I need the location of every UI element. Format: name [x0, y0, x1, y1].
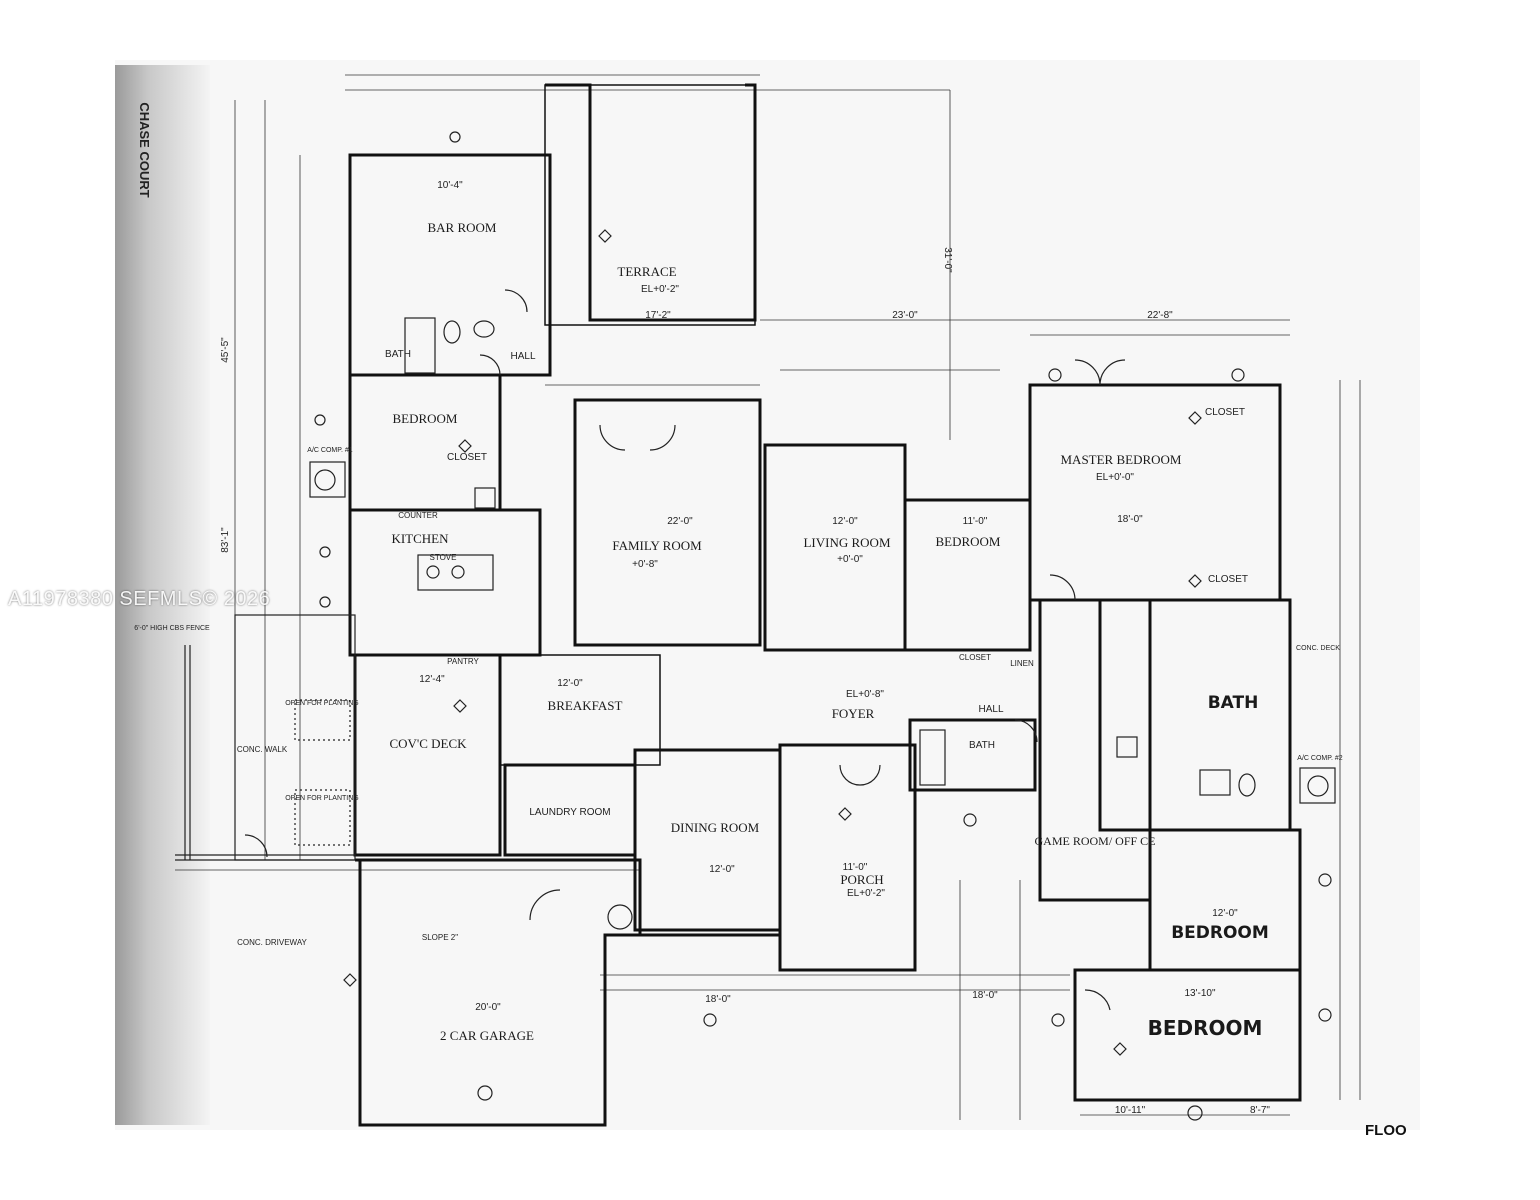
label-open-planting-1: OPEN FOR PLANTING: [285, 700, 359, 707]
label-bedroom-4: BEDROOM: [1148, 1016, 1263, 1040]
dim-left-overall: 83'-1": [220, 527, 231, 553]
label-terrace-el: EL+0'-2": [641, 284, 679, 295]
label-cov-deck: COV'C DECK: [389, 736, 467, 751]
label-bar-room: BAR ROOM: [428, 220, 497, 235]
label-dining-room: DINING ROOM: [671, 820, 760, 835]
dim-dining-width: 12'-0": [709, 864, 735, 875]
label-hall-1: HALL: [510, 351, 535, 362]
label-living-room: LIVING ROOM: [803, 535, 890, 550]
label-master-bath: BATH: [1208, 693, 1259, 713]
side-title: CHASE COURT: [137, 102, 152, 197]
label-porch-el: EL+0'-2": [847, 888, 885, 899]
scan-shadow: [115, 65, 210, 1125]
label-hall-2: HALL: [978, 704, 1003, 715]
label-foyer: FOYER: [832, 706, 875, 721]
label-bath-1: BATH: [385, 349, 411, 360]
label-fence: 6'-0" HIGH CBS FENCE: [134, 625, 210, 632]
label-bath-2: BATH: [969, 740, 995, 751]
label-master-bedroom: MASTER BEDROOM: [1061, 452, 1182, 467]
dim-family-width: 22'-0": [667, 516, 693, 527]
dim-garage-width: 20'-0": [475, 1002, 501, 1013]
label-laundry: LAUNDRY ROOM: [529, 807, 610, 818]
label-open-planting-2: OPEN FOR PLANTING: [285, 795, 359, 802]
label-family-el: +0'-8": [632, 559, 658, 570]
label-bedroom-3: BEDROOM: [1171, 923, 1269, 943]
dimension-lines: [175, 74, 1361, 1120]
label-porch: PORCH: [840, 872, 883, 887]
label-closet-m2: CLOSET: [1208, 574, 1248, 585]
dim-bedroom4-width: 13'-10": [1184, 988, 1215, 999]
label-conc-deck: CONC. DECK: [1296, 645, 1340, 652]
label-slope: SLOPE 2": [422, 933, 458, 942]
label-closet-m1: CLOSET: [1205, 407, 1245, 418]
label-breakfast: BREAKFAST: [548, 698, 623, 713]
label-garage: 2 CAR GARAGE: [440, 1028, 534, 1043]
sheet-title-fragment: FLOO: [1365, 1122, 1407, 1139]
dim-bottom-2: 18'-0": [972, 990, 998, 1001]
label-linen: LINEN: [1010, 659, 1034, 668]
dim-bottom-1: 18'-0": [705, 994, 731, 1005]
label-foyer-el: EL+0'-8": [846, 689, 884, 700]
dim-bar-width: 10'-4": [437, 180, 463, 191]
label-conc-walk: CONC. WALK: [237, 745, 288, 754]
room-labels: BAR ROOM TERRACE EL+0'-2" BATH HALL BEDR…: [134, 220, 1342, 1043]
label-bedroom-2: BEDROOM: [935, 534, 1000, 549]
label-family-room: FAMILY ROOM: [612, 538, 702, 553]
label-terrace: TERRACE: [617, 264, 676, 279]
dim-porch-width: 11'-0": [843, 862, 868, 873]
dim-vertical-main: 31'-0": [942, 247, 953, 273]
dim-bottom-3: 10'-11": [1115, 1105, 1146, 1116]
dim-overall-top: 23'-0": [892, 310, 918, 321]
mls-watermark: A11978380 SEFMLS© 2026: [8, 588, 271, 610]
dim-living-width: 12'-0": [832, 516, 858, 527]
fixtures: [244, 131, 1336, 1121]
dim-master-width: 18'-0": [1117, 514, 1143, 525]
label-closet-1: CLOSET: [447, 452, 487, 463]
dim-bedroom3-width: 12'-0": [1212, 908, 1238, 919]
dim-terrace-width: 17'-2": [645, 310, 671, 321]
label-game-room: GAME ROOM/ OFF CE: [1034, 834, 1155, 848]
walls: [175, 83, 1302, 1127]
dim-master-top: 22'-8": [1147, 310, 1173, 321]
dimension-labels: 10'-4" 17'-2" 22'-0" 12'-0" 11'-0" 18'-0…: [220, 180, 1270, 1116]
dim-breakfast-width: 12'-0": [557, 678, 583, 689]
label-bedroom-1: BEDROOM: [392, 411, 457, 426]
label-conc-driveway: CONC. DRIVEWAY: [237, 938, 307, 947]
dim-deck-width: 12'-4": [419, 674, 445, 685]
dim-bottom-4: 8'-7": [1250, 1105, 1270, 1116]
drawing-sheet: [115, 60, 1420, 1130]
dim-left-upper: 45'-5": [220, 337, 231, 363]
label-closet-2: CLOSET: [959, 653, 991, 662]
label-counter: COUNTER: [398, 511, 438, 520]
label-pantry: PANTRY: [447, 657, 479, 666]
label-master-el: EL+0'-0": [1096, 472, 1134, 483]
dim-bedroom2-width: 11'-0": [963, 516, 988, 527]
label-living-el: +0'-0": [837, 554, 863, 565]
label-ac-comp-2: A/C COMP. #2: [1297, 755, 1342, 762]
label-stove: STOVE: [430, 553, 457, 562]
label-kitchen: KITCHEN: [391, 531, 449, 546]
label-ac-comp-1: A/C COMP. #1: [307, 447, 352, 454]
